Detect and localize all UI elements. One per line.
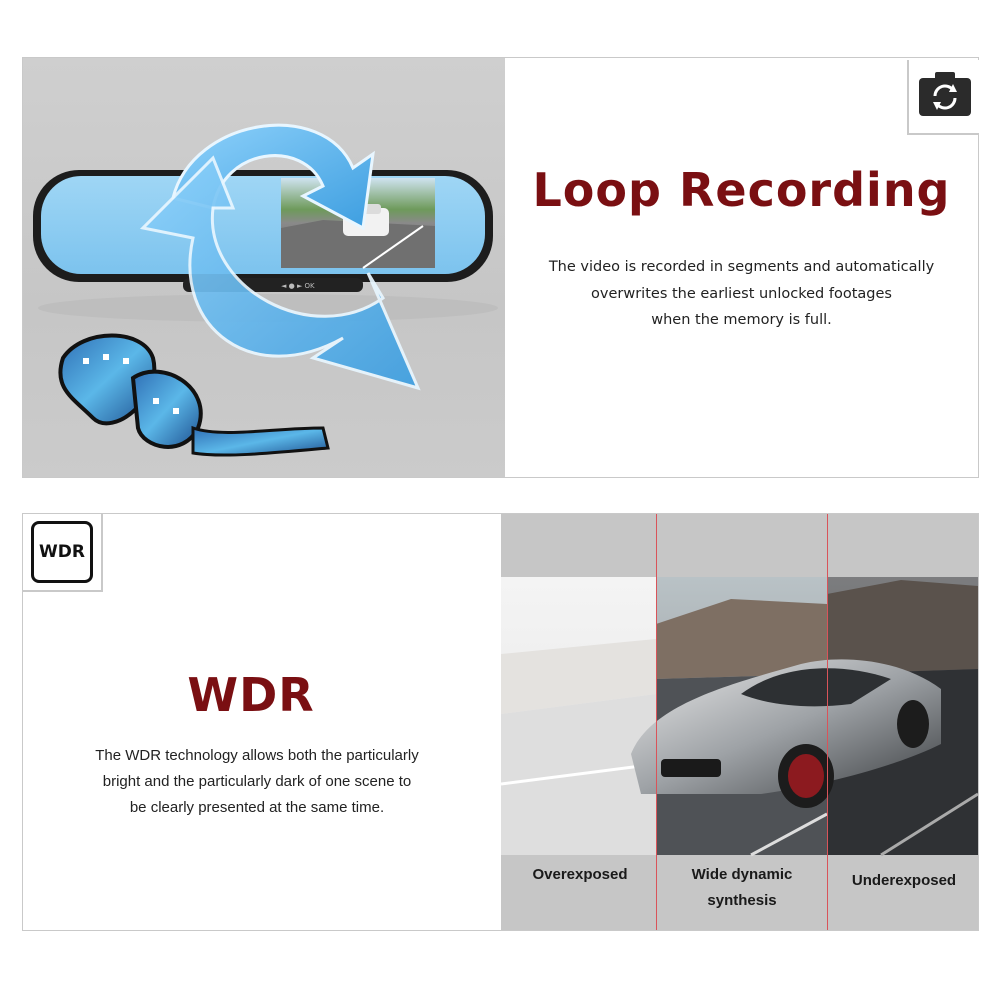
loop-desc-line: when the memory is full. <box>651 312 832 328</box>
column-label-line: synthesis <box>707 892 777 909</box>
mirror-dashcam-graphic: ◄ ● ► OK <box>33 123 498 457</box>
column-label-line: Overexposed <box>532 866 628 883</box>
overexposed-label: Overexposed <box>501 862 659 888</box>
wdr-comparison-image: Overexposed Wide dynamic synthesis Under… <box>501 514 978 930</box>
loop-recording-title: Loop Recording <box>532 163 951 217</box>
divider-line <box>827 514 828 930</box>
wdr-desc-line: bright and the particularly dark of one … <box>102 773 412 790</box>
mirror-buttons: ◄ ● ► OK <box>281 282 315 290</box>
film-strip-graphic <box>58 333 330 457</box>
divider-line <box>656 514 657 930</box>
underexposed-label: Underexposed <box>825 868 978 894</box>
loop-icon-box <box>907 60 979 135</box>
loop-arrow-bottom-icon <box>139 155 421 391</box>
sports-car-comparison-graphic <box>501 577 978 857</box>
wdr-icon-box: WDR <box>23 514 103 592</box>
column-label-line: Underexposed <box>851 872 957 889</box>
wdr-panel: WDR WDR The WDR technology allows both t… <box>22 513 979 931</box>
loop-desc-line: The video is recorded in segments and au… <box>548 259 935 275</box>
loop-arrow-top-icon <box>171 123 375 231</box>
column-label-line: Wide dynamic <box>691 866 793 883</box>
loop-recording-description: The video is recorded in segments and au… <box>525 254 958 334</box>
loop-desc-line: overwrites the earliest unlocked footage… <box>591 285 892 302</box>
wdr-text-area: WDR WDR The WDR technology allows both t… <box>23 514 501 930</box>
loop-recording-panel: ◄ ● ► OK Loop Recording The video is rec… <box>22 57 979 478</box>
wide-dynamic-synthesis-label: Wide dynamic synthesis <box>663 862 821 914</box>
wdr-desc-line: The WDR technology allows both the parti… <box>95 747 419 764</box>
wdr-title: WDR <box>187 668 315 722</box>
loop-recording-text-area: Loop Recording The video is recorded in … <box>505 58 978 477</box>
loop-recording-illustration: ◄ ● ► OK <box>23 58 505 477</box>
loop-camera-icon <box>919 72 971 116</box>
wdr-desc-line: be clearly presented at the same time. <box>129 799 385 816</box>
wdr-description: The WDR technology allows both the parti… <box>63 743 451 821</box>
wdr-badge-icon: WDR <box>31 521 93 583</box>
